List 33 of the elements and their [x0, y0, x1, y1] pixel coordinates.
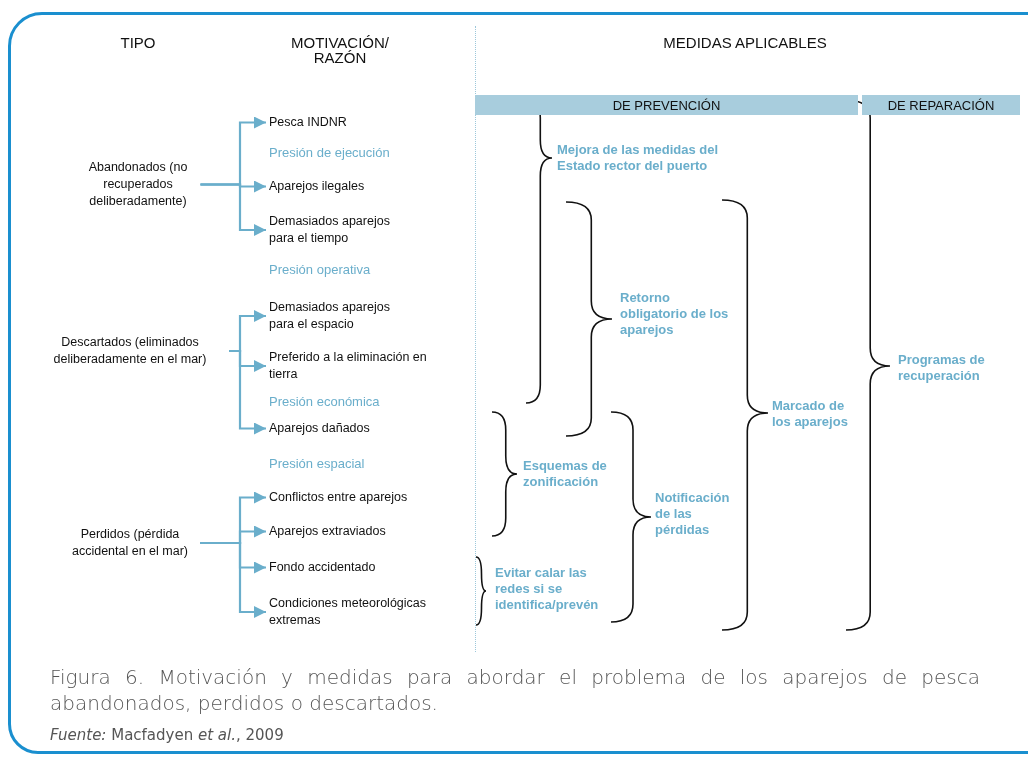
reason-label: Pesca INDNR [269, 114, 347, 131]
reason-label: Aparejos extraviados [269, 523, 386, 540]
measure-label: Marcado de los aparejos [772, 398, 849, 430]
reason-label: Preferido a la eliminación en tierra [269, 349, 434, 383]
column-header: TIPO [120, 35, 156, 50]
column-header: MEDIDAS APLICABLES [663, 35, 827, 50]
reason-label: Aparejos dañados [269, 420, 370, 437]
column-header: MOTIVACIÓN/ RAZÓN [289, 35, 391, 65]
pressure-label: Presión espacial [269, 456, 365, 472]
arrow [200, 183, 266, 236]
arrow [200, 541, 266, 618]
measure-label: Programas de recuperación [898, 352, 986, 384]
pressure-label: Presión de ejecución [269, 145, 390, 161]
category-label: Descartados (eliminados deliberadamente en el mar) [36, 334, 224, 368]
measure-label: Mejora de las medidas del Estado rector del puerto [557, 142, 720, 174]
measure-label: Notificación de las pérdidas [655, 490, 731, 538]
reason-label: Condiciones meteorológicas extremas [269, 595, 449, 629]
reason-label: Aparejos ilegales [269, 178, 365, 195]
source-note: Fuente: Macfadyen et al., 2009 [50, 726, 284, 744]
measure-label: Esquemas de zonificación [523, 458, 608, 490]
reason-label: Demasiados aparejos para el espacio [269, 299, 404, 333]
reason-label: Conflictos entre aparejos [269, 489, 408, 506]
figure-caption: Figura 6. Motivación y medidas para abordar el problema de los aparejos de pesca abandonados, perdidos o descartados. [50, 664, 980, 716]
pressure-label: Presión económica [269, 394, 380, 410]
category-label: Perdidos (pérdida accidental en el mar) [65, 526, 195, 560]
section-header-bar: DE PREVENCIÓN [475, 95, 858, 115]
section-header-bar: DE REPARACIÓN [862, 95, 1020, 115]
category-label: Abandonados (no recuperados deliberadamente) [80, 159, 196, 210]
reason-label: Fondo accidentado [269, 559, 376, 576]
reason-label: Demasiados aparejos para el tiempo [269, 213, 404, 247]
measure-label: Evitar calar las redes si se identifica/prevén [495, 565, 600, 613]
measure-label: Retorno obligatorio de los aparejos [620, 290, 730, 338]
pressure-label: Presión operativa [269, 262, 371, 278]
